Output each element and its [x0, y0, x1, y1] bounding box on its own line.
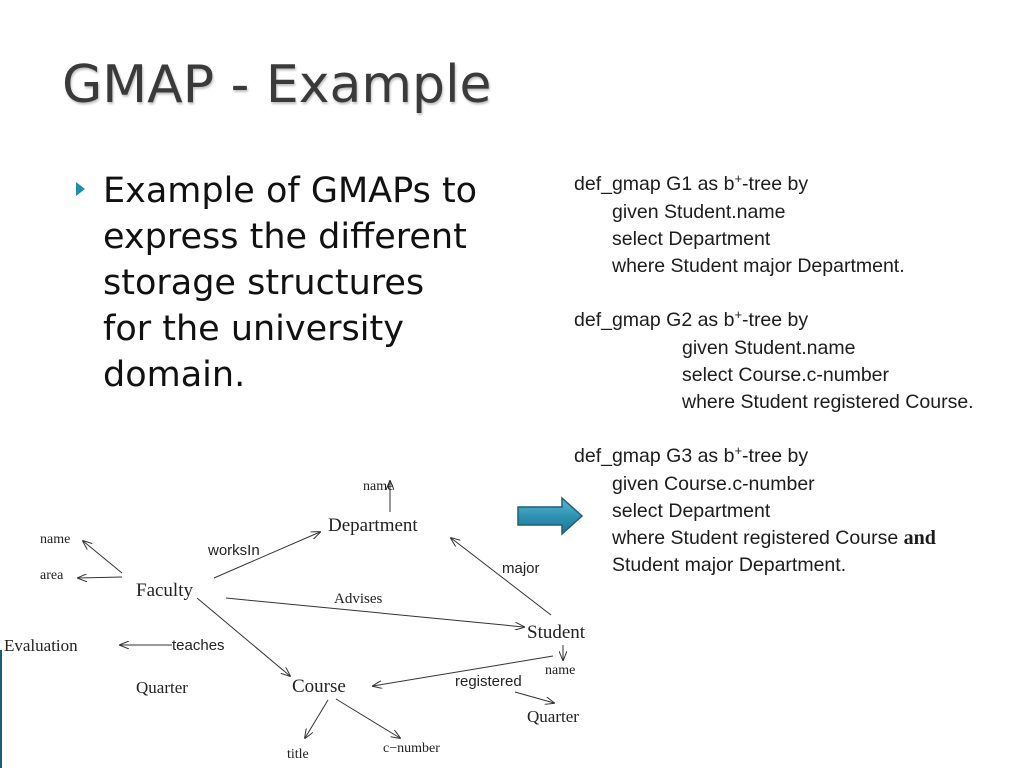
gmap-g1-header: def_gmap G1 as b+-tree by — [574, 171, 905, 199]
gmap-g3-last: Student major Department. — [612, 554, 847, 576]
edge-course-cnumber — [335, 698, 400, 738]
gmap-head: def_gmap G2 as b — [574, 309, 735, 331]
edge-worksin — [213, 532, 320, 579]
slide-title: GMAP - Example — [62, 55, 492, 115]
gmap-g2-header: def_gmap G2 as b+-tree by — [574, 307, 974, 335]
er-diagram: name Department name area Faculty Evalua… — [4, 479, 586, 762]
node-course-title: title — [287, 747, 309, 762]
gmap-sup: + — [734, 443, 743, 458]
gmap-head: def_gmap G1 as b — [574, 173, 735, 195]
edge-label-registered: registered — [455, 673, 522, 690]
edge-registered — [373, 655, 554, 686]
gmap-sup: + — [734, 307, 743, 322]
bullet-line: storage structures — [103, 263, 425, 303]
gmap-g3-and: and — [903, 527, 936, 549]
edge-registered-quarter — [514, 691, 554, 703]
bullet-line: express the different — [103, 217, 467, 257]
gmap-g1-given: given Student.name — [612, 201, 786, 223]
edge-advises — [225, 597, 524, 627]
bullet-line: domain. — [103, 355, 246, 395]
gmap-tail: -tree by — [742, 445, 809, 467]
node-evaluation: Evaluation — [4, 636, 78, 655]
gmap-g3: def_gmap G3 as b+-tree by given Course.c… — [574, 443, 936, 579]
node-student: Student — [527, 622, 586, 643]
node-department: Department — [328, 515, 418, 536]
edge-label-teaches: teaches — [172, 637, 225, 654]
gmap-g3-header: def_gmap G3 as b+-tree by — [574, 443, 936, 471]
right-arrow-icon — [517, 496, 584, 536]
node-faculty-area: area — [40, 568, 64, 583]
edge-label-advises: Advises — [334, 591, 382, 607]
node-student-name: name — [545, 663, 575, 678]
node-faculty-name: name — [40, 532, 70, 547]
gmap-g3-given: given Course.c-number — [612, 473, 815, 495]
gmap-g2-given: given Student.name — [682, 337, 856, 359]
gmap-sup: + — [734, 171, 743, 186]
node-eval-quarter: Quarter — [136, 678, 188, 697]
gmap-head: def_gmap G3 as b — [574, 445, 735, 467]
node-registered-quarter: Quarter — [527, 707, 579, 726]
edge-faculty-area — [78, 577, 123, 578]
gmap-g2-where: where Student registered Course. — [682, 391, 974, 413]
gmap-g2-select: select Course.c-number — [682, 364, 889, 386]
node-course-cnumber: c−number — [383, 741, 440, 756]
node-faculty: Faculty — [136, 580, 193, 601]
edge-label-major: major — [502, 560, 540, 577]
node-course: Course — [292, 676, 346, 697]
gmap-g1-select: select Department — [612, 228, 771, 250]
gmap-g3-where-text: where Student registered Course — [612, 527, 904, 549]
gmap-tail: -tree by — [742, 309, 809, 331]
bullet-arrow-icon — [76, 182, 85, 196]
gmap-g2: def_gmap G2 as b+-tree by given Student.… — [574, 307, 974, 416]
bullet-line: for the university — [103, 309, 404, 349]
bullet-line: Example of GMAPs to — [103, 171, 478, 211]
gmap-g1: def_gmap G1 as b+-tree by given Student.… — [574, 171, 905, 280]
gmap-g1-where: where Student major Department. — [612, 255, 905, 277]
edge-faculty-name — [83, 541, 123, 574]
gmap-tail: -tree by — [742, 173, 809, 195]
gmap-g3-select: select Department — [612, 500, 771, 522]
edge-course-title — [305, 699, 329, 738]
edge-label-worksin: worksIn — [207, 542, 260, 559]
left-edge-bar — [0, 650, 2, 768]
gmap-g3-where: where Student registered Course and — [574, 525, 936, 552]
edge-major — [451, 538, 552, 616]
edge-faculty-course — [196, 597, 290, 676]
bullet-text: Example of GMAPs to express the differen… — [103, 168, 523, 398]
node-dept-name: name — [363, 479, 393, 494]
